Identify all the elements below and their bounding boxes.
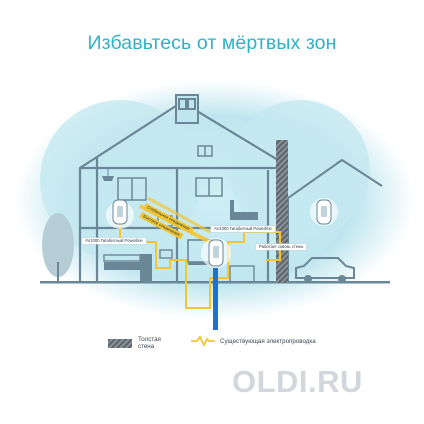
powerline-adapter-icon (201, 238, 231, 268)
ethernet-cable (213, 268, 218, 330)
tree (42, 213, 74, 282)
headline: Избавьтесь от мёртвых зон (87, 32, 337, 54)
legend-thick-wall-text: Толстая стена (138, 336, 161, 350)
thick-wall-swatch (108, 338, 132, 348)
legend-existing-wiring: Существующая электропроводка (190, 335, 316, 347)
legend-existing-wiring-text: Существующая электропроводка (220, 337, 316, 345)
window (197, 145, 213, 157)
wiring-wave-icon (191, 335, 215, 347)
lamp (102, 168, 114, 181)
label-through-wall: Работает сквозь стены (256, 244, 307, 250)
thick-wall (276, 140, 288, 283)
chimney (175, 94, 199, 124)
powerline-adapter-icon (106, 199, 134, 229)
watermark: OLDI.RU (232, 364, 363, 399)
powerline-adapter-icon (310, 198, 338, 226)
label-powerline-left: AV1000 Гигабитный Powerline (82, 238, 146, 244)
label-powerline-center: AV1000 Гигабитный Powerline (211, 226, 275, 232)
car (295, 257, 355, 283)
legend-thick-wall: Толстая стена (108, 336, 172, 350)
window (117, 177, 223, 201)
